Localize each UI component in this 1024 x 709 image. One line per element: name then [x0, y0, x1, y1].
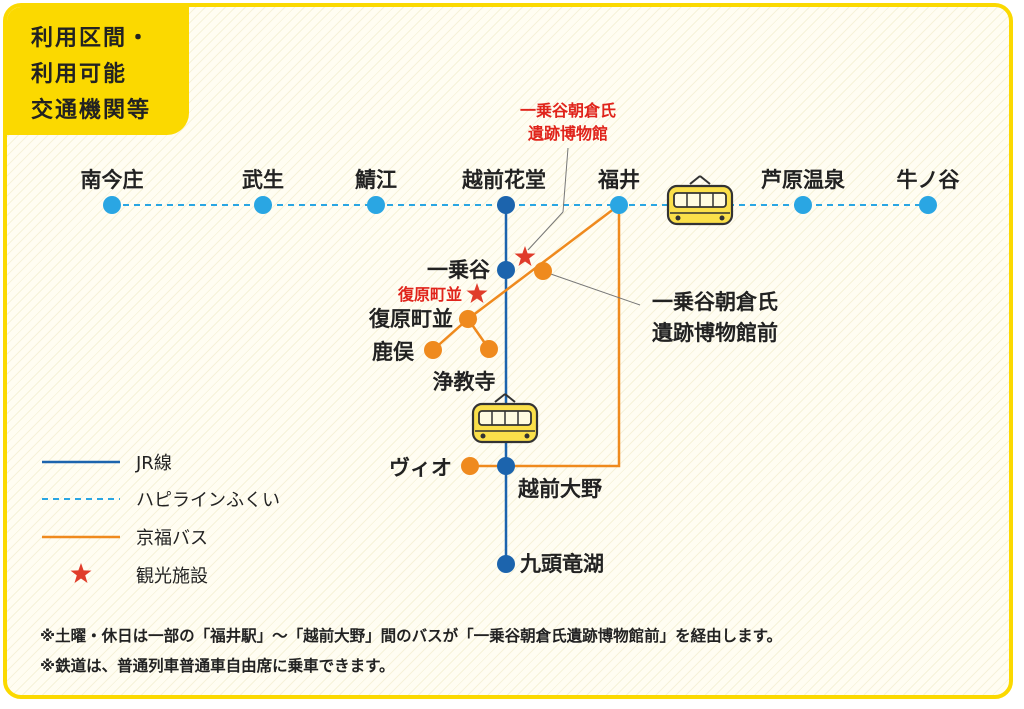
- legend-label-jr: JR線: [135, 453, 172, 474]
- station-marker-ushinoya: [919, 196, 937, 214]
- station-label-takefu: 武生: [242, 168, 284, 192]
- station-marker-minamiimajo: [103, 196, 121, 214]
- stop-label-vio: ヴィオ: [389, 456, 452, 480]
- legend-label-happi: ハピラインふくい: [136, 490, 280, 511]
- note-bus-weekend: ※土曜・休日は一部の「福井駅」〜「越前大野」間のバスが「一乗谷朝倉氏遺跡博物館前…: [40, 627, 783, 645]
- title-badge: 利用区間・ 利用可能 交通機関等: [7, 7, 189, 135]
- legend-label-bus: 京福バス: [136, 528, 208, 549]
- station-label-kuzuryuko: 九頭竜湖: [519, 552, 604, 576]
- station-marker-awara-onsen: [794, 196, 812, 214]
- stop-label-kanamata: 鹿俣: [372, 340, 415, 364]
- map-frame: 利用区間・ 利用可能 交通機関等: [3, 3, 1013, 699]
- star-icon: [70, 563, 92, 583]
- leader-museum-stop: [544, 271, 641, 306]
- leader-museum-sight-2: [527, 211, 564, 251]
- legend-label-sight: 観光施設: [136, 566, 208, 587]
- station-marker-echizen-hanando: [497, 196, 515, 214]
- station-label-sabae: 鯖江: [355, 168, 397, 192]
- train-icon: [666, 174, 734, 226]
- station-marker-fukui: [610, 196, 628, 214]
- station-label-ichijodani: 一乗谷: [427, 258, 491, 282]
- stop-label-fukugen: 復原町並: [368, 307, 453, 331]
- badge-line-2: 利用可能: [31, 62, 128, 87]
- badge-line-3: 交通機関等: [31, 98, 152, 123]
- station-label-awara-onsen: 芦原温泉: [761, 168, 846, 192]
- busstop-marker-jokyoji: [480, 340, 498, 358]
- station-label-ushinoya: 牛ノ谷: [897, 168, 961, 192]
- stop-label-jokyoji: 浄教寺: [433, 370, 496, 394]
- busstop-marker-asakura-museum: [534, 262, 552, 280]
- station-label-fukui: 福井: [597, 168, 640, 192]
- busstop-marker-kanamata: [424, 341, 442, 359]
- stop-label-asakura-museum-line1: 一乗谷朝倉氏: [652, 290, 778, 314]
- bus-route-fukui-ono: [506, 205, 621, 468]
- station-marker-kuzuryuko: [497, 555, 515, 573]
- sight-label-fukugen: 復原町並: [397, 285, 462, 304]
- station-marker-ichijodani: [497, 261, 515, 279]
- badge-line-1: 利用区間・: [31, 26, 152, 51]
- star-icon: [466, 283, 488, 303]
- sight-label-asakura-line2: 遺跡博物館: [528, 124, 608, 143]
- station-label-echizen-hanando: 越前花堂: [461, 168, 546, 192]
- legend: JR線 ハピラインふくい 京福バス 観光施設: [42, 453, 280, 587]
- busstop-marker-vio: [461, 457, 479, 475]
- note-rail-seat: ※鉄道は、普通列車普通車自由席に乗車できます。: [40, 657, 395, 675]
- leader-museum-sight: [562, 147, 569, 213]
- station-marker-echizen-ono: [497, 457, 515, 475]
- station-label-echizen-ono: 越前大野: [517, 477, 602, 501]
- busstop-marker-fukugen: [459, 310, 477, 328]
- stop-label-asakura-museum-line2: 遺跡博物館前: [652, 321, 778, 345]
- star-icon: [514, 246, 536, 266]
- station-label-minamiimajo: 南今庄: [81, 168, 144, 192]
- sight-label-asakura-line1: 一乗谷朝倉氏: [520, 101, 616, 120]
- station-marker-takefu: [254, 196, 272, 214]
- station-marker-sabae: [367, 196, 385, 214]
